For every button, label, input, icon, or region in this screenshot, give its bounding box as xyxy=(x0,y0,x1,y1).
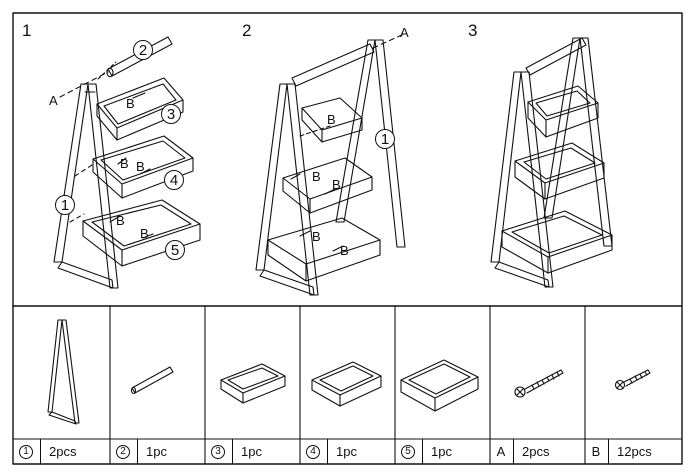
part-label-medium-tray: 4 1pc xyxy=(300,439,395,464)
label-screw-short: B xyxy=(126,96,135,111)
part-quantity: 2pcs xyxy=(522,444,550,459)
part-number-circle: 5 xyxy=(401,444,415,459)
callout-frame: 1 xyxy=(55,195,75,215)
part-quantity: 1pc xyxy=(431,444,452,459)
label-screw-short: B xyxy=(340,243,349,258)
part-number-circle: 4 xyxy=(306,444,320,459)
label-screw-long: A xyxy=(400,25,409,40)
part-quantity: 1pc xyxy=(336,444,357,459)
part-label-large-tray: 5 1pc xyxy=(395,439,490,464)
part-icon-short-screw xyxy=(614,369,651,391)
part-icon-medium-tray xyxy=(311,361,382,407)
part-label-rod: 2 1pc xyxy=(110,439,205,464)
part-label-short-screw: B 12pcs xyxy=(585,439,682,464)
part-icon-rod xyxy=(130,366,174,395)
part-icon-large-tray xyxy=(400,359,479,412)
label-screw-short: B xyxy=(120,156,129,171)
label-screw-short: B xyxy=(312,229,321,244)
part-letter: B xyxy=(591,444,601,459)
part-number-circle: 2 xyxy=(116,444,130,459)
callout-medium-tray: 4 xyxy=(164,170,184,190)
part-label-small-tray: 3 1pc xyxy=(205,439,300,464)
callout-rod: 2 xyxy=(133,40,153,60)
part-label-long-screw: A 2pcs xyxy=(490,439,585,464)
step1-tray-large xyxy=(82,199,201,267)
label-screw-short: B xyxy=(327,112,336,127)
step1-rod xyxy=(59,36,173,98)
step-number-1: 1 xyxy=(22,21,32,40)
part-icon-a-frame-side xyxy=(47,319,80,425)
step1-tray-medium xyxy=(92,135,194,199)
part-quantity: 1pc xyxy=(241,444,262,459)
label-screw-short: B xyxy=(312,169,321,184)
step-number-3: 3 xyxy=(468,21,478,40)
label-screw-long: A xyxy=(49,93,58,108)
part-quantity: 12pcs xyxy=(617,444,652,459)
part-number-circle: 3 xyxy=(211,444,225,459)
part-letter: A xyxy=(496,444,506,459)
callout-large-tray: 5 xyxy=(165,240,185,260)
sheet-border xyxy=(12,12,683,465)
part-icon-small-tray xyxy=(220,363,286,404)
parts-grid xyxy=(109,305,586,465)
callout-small-tray: 3 xyxy=(161,104,181,124)
label-screw-short: B xyxy=(116,213,125,228)
step2-illustration xyxy=(255,33,406,296)
part-quantity: 1pc xyxy=(146,444,167,459)
part-label-frame: 1 2pcs xyxy=(13,439,110,464)
part-number-circle: 1 xyxy=(19,444,33,459)
step-number-2: 2 xyxy=(242,21,252,40)
label-screw-short: B xyxy=(136,159,145,174)
callout-frame: 1 xyxy=(375,129,395,149)
step1-tray-small xyxy=(96,77,184,141)
label-screw-short: B xyxy=(332,177,341,192)
part-quantity: 2pcs xyxy=(49,444,77,459)
step3-illustration xyxy=(490,37,613,288)
part-icon-long-screw xyxy=(514,369,564,398)
label-screw-short: B xyxy=(140,226,149,241)
